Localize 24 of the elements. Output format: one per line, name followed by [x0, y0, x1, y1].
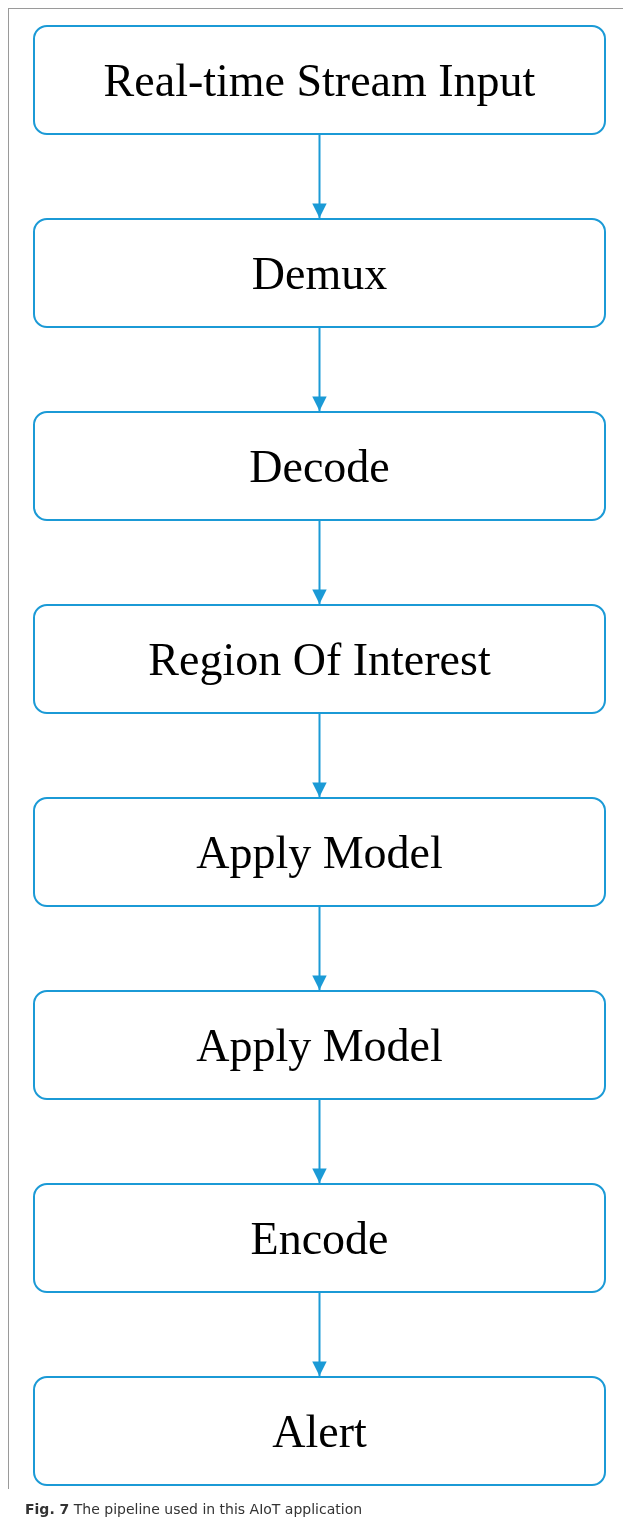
- process-box: [33, 25, 606, 135]
- arrow: [312, 327, 327, 412]
- process-box: [33, 1183, 606, 1293]
- arrow: [312, 134, 327, 219]
- process-box: [33, 797, 606, 907]
- arrow: [312, 906, 327, 991]
- box-label: Decode: [249, 439, 390, 493]
- process-box: [33, 218, 606, 328]
- box-label: Apply Model: [196, 1018, 443, 1072]
- process-box: [33, 604, 606, 714]
- figure-caption: Fig. 7 The pipeline used in this AIoT application: [25, 1501, 363, 1517]
- box-label: Apply Model: [196, 825, 443, 879]
- box-label: Demux: [251, 246, 388, 300]
- box-label: Real-time Stream Input: [103, 53, 536, 107]
- process-box: [33, 990, 606, 1100]
- process-box: [33, 1376, 606, 1486]
- box-label: Alert: [272, 1404, 367, 1458]
- arrow: [312, 1099, 327, 1184]
- arrow: [312, 520, 327, 605]
- arrow: [312, 1292, 327, 1377]
- arrow: [312, 713, 327, 798]
- box-label: Region Of Interest: [148, 632, 491, 686]
- process-box: [33, 411, 606, 521]
- box-label: Encode: [250, 1211, 389, 1265]
